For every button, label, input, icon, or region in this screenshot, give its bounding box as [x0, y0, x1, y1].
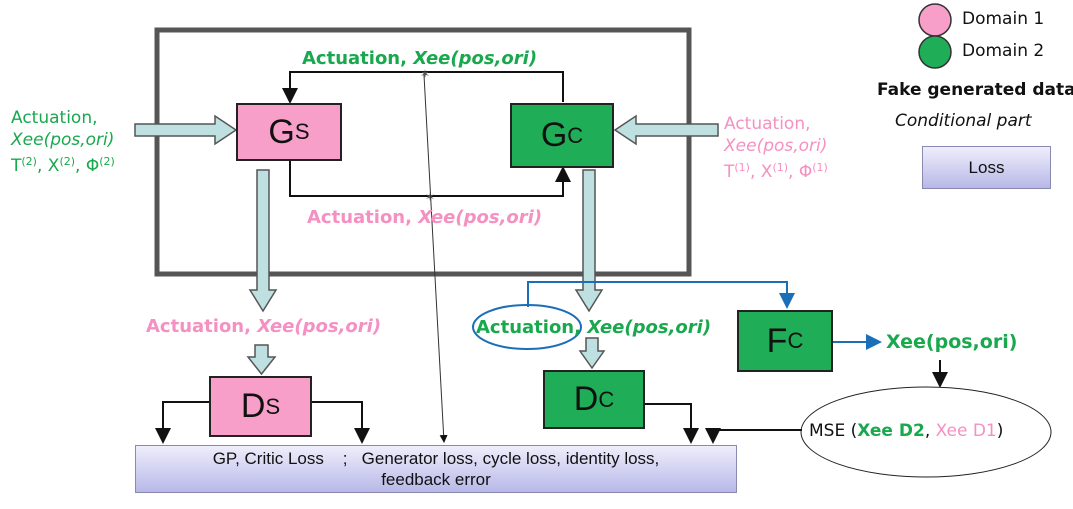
dc-input-arrow — [578, 337, 606, 370]
loss-bar-line1: GP, Critic Loss ; Generator loss, cycle … — [212, 449, 660, 468]
fc-output-label: Xee(pos,ori) — [886, 331, 1018, 353]
left-input-label: Actuation, Xee(pos,ori) T(2), X(2), Φ(2) — [11, 108, 115, 176]
ds-input-arrow — [246, 344, 277, 376]
dc-input-label: Actuation, Xee(pos,ori) — [476, 317, 712, 338]
dc-label: D — [573, 380, 599, 418]
gs-sub: S — [294, 119, 310, 144]
legend-loss-label: Loss — [968, 157, 1005, 177]
ds-to-loss-right — [312, 401, 370, 444]
legend-domain1-label: Domain 1 — [962, 9, 1045, 29]
ds-sub: S — [265, 393, 281, 419]
input-arrow-right — [613, 114, 719, 146]
ds-to-loss-left — [155, 401, 209, 444]
bottom-cycle-label: Actuation, Xee(pos,ori) — [307, 207, 543, 228]
gs-down-arrow — [248, 169, 278, 313]
legend-domain2-swatch — [918, 35, 952, 69]
mse-ellipse — [800, 386, 1052, 478]
star-bottom: ✶ — [425, 190, 435, 204]
legend-domain1-swatch — [918, 3, 952, 37]
gc-to-gs-line — [282, 71, 564, 104]
mse-label: MSE (Xee D2, Xee D1) — [809, 421, 1004, 441]
feedback-line — [423, 74, 448, 443]
dc-input-ellipse — [472, 304, 582, 350]
dc-to-loss — [645, 403, 699, 444]
star-top: ✶ — [420, 67, 430, 81]
top-cycle-label: Actuation, Xee(pos,ori) — [302, 48, 538, 69]
gc-label: G — [540, 116, 568, 154]
mse-to-loss — [705, 428, 802, 444]
gs-label: G — [268, 112, 295, 151]
right-input-label: Actuation, Xee(pos,ori) T(1), X(1), Φ(1) — [724, 114, 828, 182]
generator-frame — [154, 27, 692, 277]
gs-to-gc-line — [289, 160, 571, 197]
dc-sub: C — [598, 386, 615, 412]
legend-conditional-label: Conditional part — [895, 111, 1032, 131]
loss-bar: GP, Critic Loss ; Generator loss, cycle … — [135, 445, 737, 493]
fc-label: F — [766, 321, 788, 360]
gc-down-arrow — [574, 169, 604, 313]
input-arrow-left — [134, 114, 238, 146]
ds-label: D — [240, 387, 266, 425]
ds-input-label: Actuation, Xee(pos,ori) — [146, 316, 382, 337]
legend-loss-box: Loss — [922, 146, 1051, 189]
blue-branch-to-fc — [527, 281, 795, 309]
fc-sub: C — [787, 328, 804, 353]
legend-fake-label: Fake generated data — [877, 80, 1073, 100]
loss-bar-line2: feedback error — [381, 470, 491, 489]
gc-sub: C — [567, 122, 584, 148]
legend-domain2-label: Domain 2 — [962, 41, 1045, 61]
